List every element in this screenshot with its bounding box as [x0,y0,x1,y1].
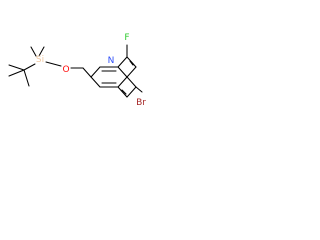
bond-c-br [135,86,143,93]
bond-ring-1 [90,66,101,78]
bond-ring-3 [117,66,128,78]
nitrogen-label: N [108,56,115,66]
bond-ring-12 [126,76,137,88]
bond-tbu-c1-ch3b [8,69,25,77]
bond-ring-7 [117,56,128,68]
bond-tbu-c1-ch3 [8,64,25,71]
bond-si-methyl-b [38,46,45,57]
bond-ring-4 [117,76,128,88]
bond-ring-8 [126,56,137,68]
bond-ring-11 [126,86,137,98]
fluorine-label: F [124,33,129,43]
bond-ring-double-c [129,60,134,66]
silicon-label: Si [36,55,44,65]
bond-tbu-si [23,63,36,71]
bond-tbu-c1-ch3c [23,69,30,87]
oxygen-label: O [62,65,69,75]
bond-si-o [45,61,62,67]
bond-si-methyl-a [30,46,37,57]
molecule-structure: F N Br O Si [8,33,146,108]
bond-ring-double-d [121,89,127,95]
bond-ring-6 [90,76,101,88]
bond-ring-9 [126,66,137,78]
bond-ch2-ch2 [82,67,92,78]
bromine-label: Br [136,98,146,108]
bond-ring-10 [117,86,128,98]
